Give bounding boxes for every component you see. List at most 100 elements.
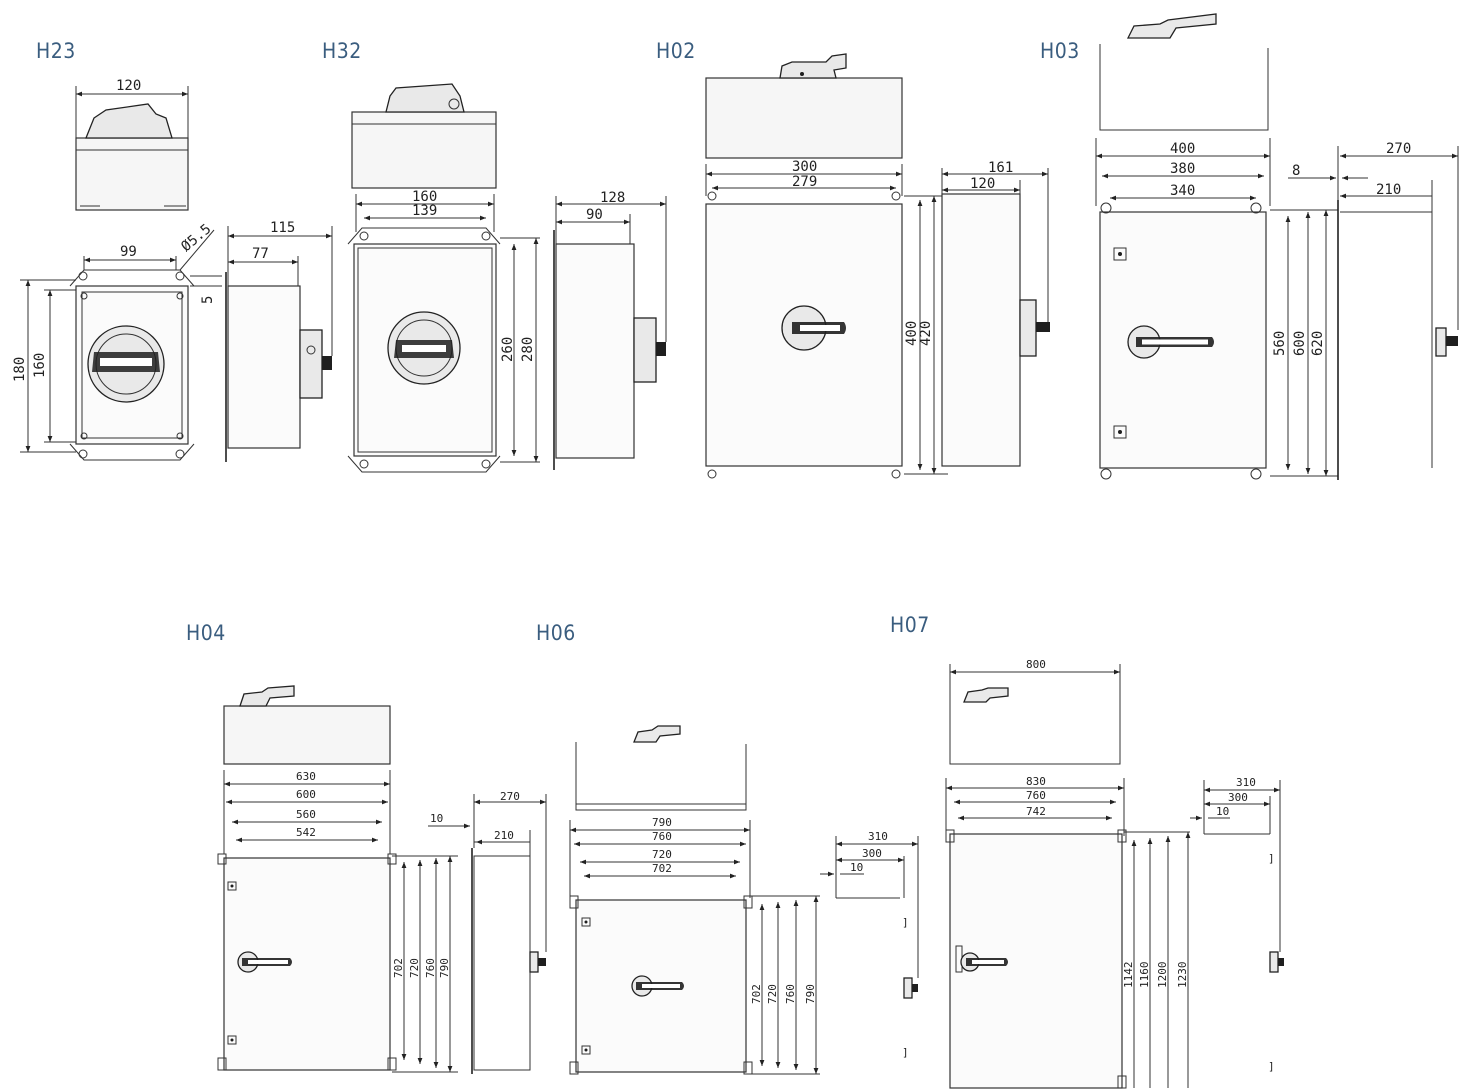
dim-h06-height-702: 702 <box>750 984 763 1004</box>
model-label-h04: H04 <box>186 621 226 645</box>
h07-side-view: ] ] 310 300 10 <box>1190 776 1284 1073</box>
model-h07: H07 800 830 760 742 1142 1160 1200 1230 <box>890 613 1284 1089</box>
dim-h03-holes-340: 340 <box>1170 183 1195 199</box>
model-label-h32: H32 <box>322 39 362 63</box>
h02-front-view: 400 420 <box>705 191 948 479</box>
h23-side-view: 115 77 <box>225 220 333 462</box>
dim-h23-holes-99: 99 <box>120 244 137 260</box>
dim-h32-height-260: 260 <box>500 337 516 362</box>
h02-side-view: 161 120 <box>941 160 1050 467</box>
dim-h32-depth-90: 90 <box>586 207 603 223</box>
dim-h07-depth-310: 310 <box>1236 776 1256 789</box>
dim-h06-depth-310: 310 <box>868 830 888 843</box>
dim-h07-width-760: 760 <box>1026 789 1046 802</box>
dim-h07-holes-742: 742 <box>1026 805 1046 818</box>
h06-side-mark-1: ] <box>902 916 909 929</box>
model-label-h23: H23 <box>36 39 76 63</box>
model-label-h02: H02 <box>656 39 696 63</box>
dim-h06-height-790: 790 <box>804 984 817 1004</box>
h04-top-view: 630 600 560 542 <box>223 685 391 854</box>
h07-side-mark-2: ] <box>1268 1060 1275 1073</box>
dim-h23-depth-115: 115 <box>270 220 295 236</box>
dim-h06-width-760: 760 <box>652 830 672 843</box>
dim-h23-height-160: 160 <box>32 353 48 378</box>
dim-h07-width-830: 830 <box>1026 775 1046 788</box>
dim-h06-width-720: 720 <box>652 848 672 861</box>
dim-h07-height-1142: 1142 <box>1122 962 1135 989</box>
model-label-h07: H07 <box>890 613 930 637</box>
h32-top-view: 160 139 <box>351 83 497 232</box>
h03-top-view: 400 380 340 <box>1095 13 1271 206</box>
dim-h02-depth-161: 161 <box>988 160 1013 176</box>
dim-h32-depth-128: 128 <box>600 190 625 206</box>
h06-side-mark-2: ] <box>902 1046 909 1059</box>
dim-h02-height-420: 420 <box>918 321 934 346</box>
dim-h23-width-120: 120 <box>116 78 141 94</box>
dim-h23-5: 5 <box>200 296 216 304</box>
dim-h07-height-1230: 1230 <box>1176 962 1189 989</box>
h03-side-view: 270 210 8 <box>1288 141 1459 480</box>
dim-h03-depth-210: 210 <box>1376 182 1401 198</box>
dim-h04-depth-270: 270 <box>500 790 520 803</box>
model-h32: H32 160 139 260 280 <box>322 39 667 473</box>
dim-h04-gap-10: 10 <box>430 812 443 825</box>
h06-front-view: 702 720 760 790 <box>569 895 820 1075</box>
dim-h07-width-800: 800 <box>1026 658 1046 671</box>
dim-h23-depth-77: 77 <box>252 246 269 262</box>
dim-h23-height-180: 180 <box>12 357 28 382</box>
h07-side-mark-1: ] <box>1268 852 1275 865</box>
h06-top-view: 790 760 720 702 <box>569 725 751 898</box>
dim-h07-height-1200: 1200 <box>1156 962 1169 989</box>
h23-top-view: 120 <box>75 78 189 211</box>
dim-h07-height-1160: 1160 <box>1138 962 1151 989</box>
model-h03: H03 400 380 340 560 600 620 <box>1040 13 1459 480</box>
dim-h07-depth-300: 300 <box>1228 791 1248 804</box>
dim-h06-gap-10: 10 <box>850 861 863 874</box>
dim-h04-height-790: 790 <box>438 958 451 978</box>
model-h23: H23 120 99 Ø5.5 5 18 <box>12 39 333 462</box>
dim-h06-depth-300: 300 <box>862 847 882 860</box>
dim-h04-height-720: 720 <box>408 958 421 978</box>
dim-h03-height-560: 560 <box>1272 331 1288 356</box>
dim-h23-hole-dia: Ø5.5 <box>178 221 214 255</box>
h04-side-view: 270 210 10 <box>428 790 547 1074</box>
dim-h02-width-300: 300 <box>792 159 817 175</box>
dim-h04-width-600: 600 <box>296 788 316 801</box>
dim-h03-depth-270: 270 <box>1386 141 1411 157</box>
dim-h07-gap-10: 10 <box>1216 805 1229 818</box>
dim-h03-height-620: 620 <box>1310 331 1326 356</box>
h02-top-view: 300 279 <box>705 53 903 196</box>
h07-top-view: 800 830 760 742 <box>945 658 1125 836</box>
dim-h32-holes-139: 139 <box>412 203 437 219</box>
dim-h04-width-560: 560 <box>296 808 316 821</box>
dim-h32-width-160: 160 <box>412 189 437 205</box>
model-label-h03: H03 <box>1040 39 1080 63</box>
h32-side-view: 128 90 <box>553 190 667 470</box>
h03-front-view: 560 600 620 <box>1099 202 1338 480</box>
dim-h04-height-760: 760 <box>424 958 437 978</box>
dim-h04-depth-210: 210 <box>494 829 514 842</box>
dim-h03-height-600: 600 <box>1292 331 1308 356</box>
dim-h06-width-790: 790 <box>652 816 672 829</box>
dim-h04-height-702: 702 <box>392 958 405 978</box>
dim-h03-gap-8: 8 <box>1292 163 1300 179</box>
h07-front-view: 1142 1160 1200 1230 <box>945 829 1191 1089</box>
model-h04: H04 630 600 560 542 702 720 760 790 <box>186 621 547 1074</box>
dim-h32-height-280: 280 <box>520 337 536 362</box>
dim-h06-height-760: 760 <box>784 984 797 1004</box>
h32-front-view: 260 280 <box>347 227 540 473</box>
h06-side-view: ] ] 310 300 10 <box>820 830 919 1059</box>
dim-h02-holes-279: 279 <box>792 174 817 190</box>
dim-h02-height-400: 400 <box>904 321 920 346</box>
dim-h03-width-400: 400 <box>1170 141 1195 157</box>
dim-h06-height-720: 720 <box>766 984 779 1004</box>
model-label-h06: H06 <box>536 621 576 645</box>
dim-h04-holes-542: 542 <box>296 826 316 839</box>
model-h02: H02 300 279 400 420 161 120 <box>656 39 1050 479</box>
h04-front-view: 702 720 760 790 <box>217 853 458 1073</box>
dim-h02-depth-120: 120 <box>970 176 995 192</box>
model-h06: H06 790 760 720 702 702 720 760 790 <box>536 621 919 1075</box>
h23-front-view: 99 Ø5.5 5 180 160 <box>12 221 222 461</box>
dim-h04-width-630: 630 <box>296 770 316 783</box>
